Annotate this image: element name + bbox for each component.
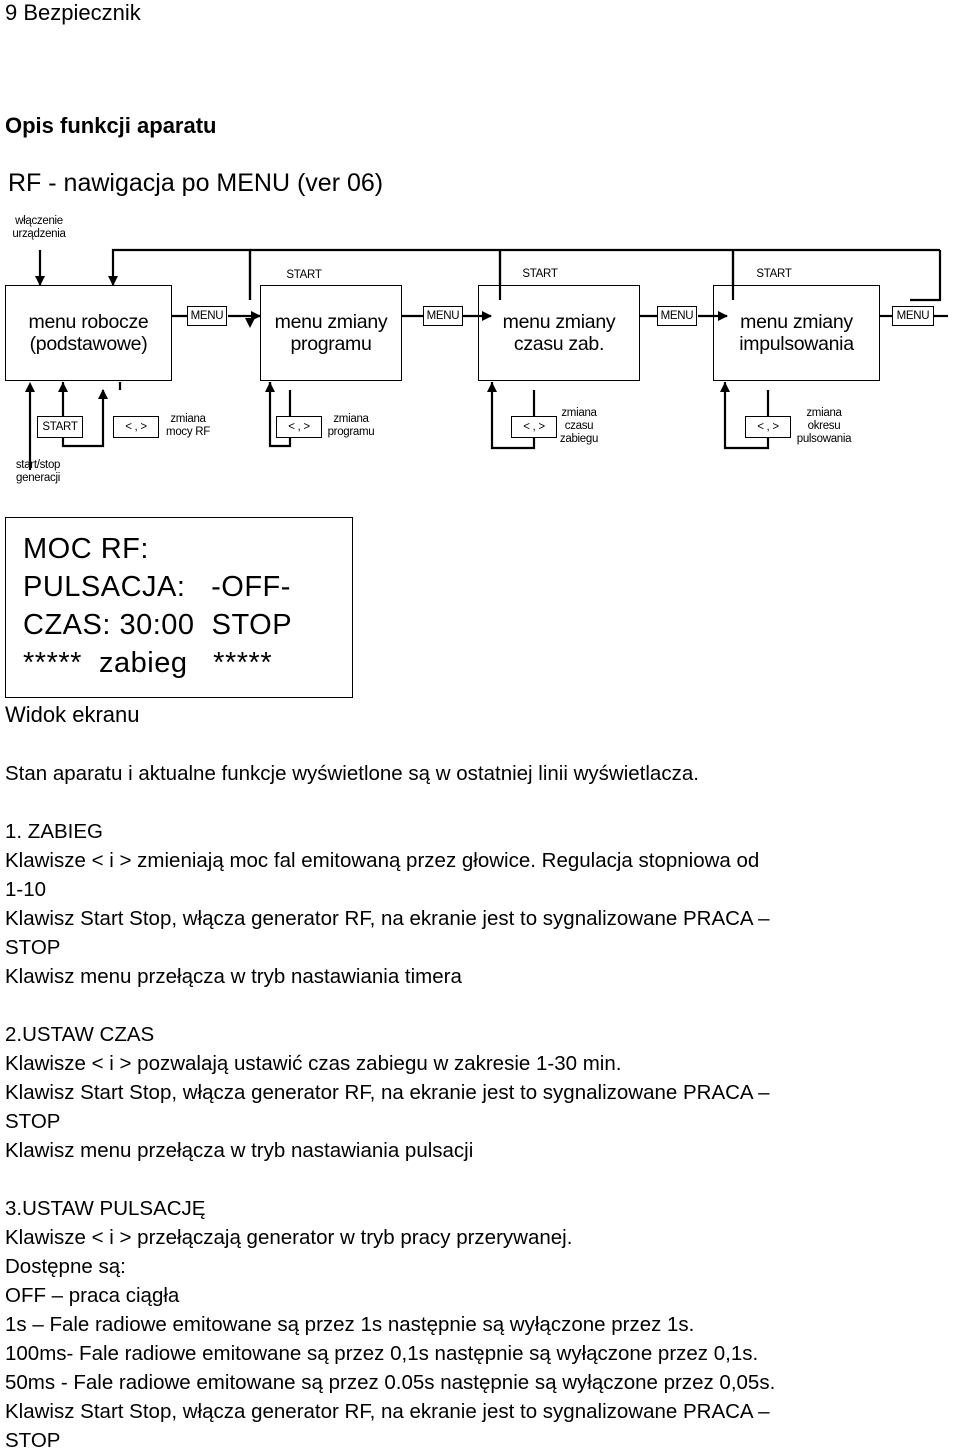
- menu-time-box: menu zmiany czasu zab.: [478, 285, 640, 381]
- body-line: [5, 1165, 775, 1194]
- power-on-label: włączenie urządzenia: [12, 215, 66, 240]
- screen-line-4: ***** zabieg *****: [23, 647, 273, 679]
- screen-line-1: MOC RF:: [23, 533, 149, 565]
- body-line: 50ms - Fale radiowe emitowane są przez 0…: [5, 1371, 776, 1394]
- sub-label-pulse: zmiana okresu pulsowania: [796, 407, 852, 445]
- menu-key-3: MENU: [657, 306, 697, 326]
- body-line: [5, 788, 775, 817]
- menu-main-box: menu robocze (podstawowe): [5, 285, 172, 381]
- body-line: 2.USTAW CZAS: [5, 1023, 155, 1046]
- arrow-keys-3: < , >: [511, 416, 557, 438]
- menu-program-box: menu zmiany programu: [260, 285, 402, 381]
- body-line: 1. ZABIEG: [5, 820, 103, 843]
- sub-label-program: zmiana programu: [327, 413, 375, 438]
- body-line: Dostępne są:: [5, 1255, 126, 1278]
- page-header: 9 Bezpiecznik: [5, 0, 141, 25]
- diagram-title: RF - nawigacja po MENU (ver 06): [8, 169, 384, 197]
- menu-key-4: MENU: [892, 306, 934, 326]
- body-line: 1s – Fale radiowe emitowane są przez 1s …: [5, 1313, 695, 1336]
- sub-label-time: zmiana czasu zabiegu: [559, 407, 599, 445]
- start-key-top-2: START: [518, 264, 562, 284]
- body-text: Stan aparatu i aktualne funkcje wyświetl…: [5, 759, 775, 1455]
- body-line: [5, 991, 775, 1020]
- body-line: Klawisz menu przełącza w tryb nastawiani…: [5, 1139, 474, 1162]
- body-line: 100ms- Fale radiowe emitowane są przez 0…: [5, 1342, 759, 1365]
- body-line: Klawisz menu przełącza w tryb nastawiani…: [5, 965, 462, 988]
- body-line: OFF – praca ciągła: [5, 1284, 180, 1307]
- body-line: STOP: [5, 936, 61, 959]
- body-line: STOP: [5, 1110, 61, 1133]
- menu-pulse-box: menu zmiany impulsowania: [713, 285, 880, 381]
- body-line: STOP: [5, 1429, 61, 1452]
- section-title: Opis funkcji aparatu: [5, 113, 217, 138]
- diagram-connectors: [25, 248, 948, 470]
- body-line: Stan aparatu i aktualne funkcje wyświetl…: [5, 762, 699, 785]
- screen-line-3: CZAS: 30:00 STOP: [23, 609, 293, 641]
- body-line: Klawisze < i > pozwalają ustawić czas za…: [5, 1052, 622, 1075]
- menu-key-1: MENU: [187, 306, 227, 326]
- body-line: Klawisz Start Stop, włącza generator RF,…: [5, 907, 770, 930]
- body-line: Klawisz Start Stop, włącza generator RF,…: [5, 1081, 770, 1104]
- start-key-top-1: START: [282, 265, 326, 285]
- screen-caption: Widok ekranu: [5, 702, 140, 727]
- screen-line-2: PULSACJA: -OFF-: [23, 571, 291, 603]
- start-key: START: [37, 416, 83, 438]
- body-line: 1-10: [5, 878, 47, 901]
- start-key-top-3: START: [752, 264, 796, 284]
- body-line: Klawisze < i > zmieniają moc fal emitowa…: [5, 849, 760, 872]
- arrow-keys-2: < , >: [276, 416, 322, 438]
- body-line: 3.USTAW PULSACJĘ: [5, 1197, 206, 1220]
- device-screen: MOC RF: PULSACJA: -OFF- CZAS: 30:00 STOP…: [5, 517, 353, 698]
- menu-key-2: MENU: [423, 306, 463, 326]
- body-line: Klawisze < i > przełączają generator w t…: [5, 1226, 573, 1249]
- sub-label-power: zmiana mocy RF: [166, 413, 210, 438]
- start-stop-label: start/stop generacji: [15, 459, 61, 484]
- body-line: Klawisz Start Stop, włącza generator RF,…: [5, 1400, 770, 1423]
- arrow-keys-1: < , >: [113, 416, 159, 438]
- arrow-keys-4: < , >: [745, 416, 791, 438]
